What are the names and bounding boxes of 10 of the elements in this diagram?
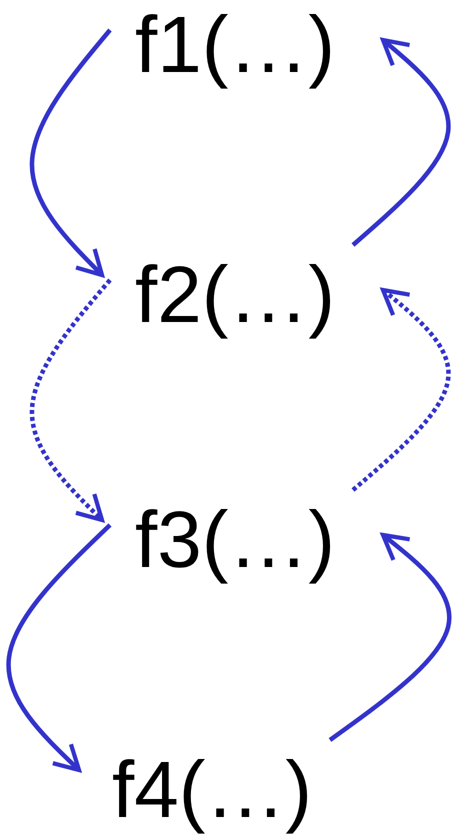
curved-arrow: [328, 532, 452, 742]
function-call-label: f4(…): [84, 745, 340, 835]
curved-arrow: [30, 28, 112, 278]
function-call-label: f1(…): [107, 0, 363, 90]
curved-arrow: [30, 278, 112, 522]
curved-arrow: [6, 523, 112, 772]
curved-arrow: [352, 38, 451, 247]
function-call-label: f2(…): [107, 250, 363, 340]
function-call-label: f3(…): [107, 495, 363, 585]
curved-arrow: [352, 288, 451, 492]
